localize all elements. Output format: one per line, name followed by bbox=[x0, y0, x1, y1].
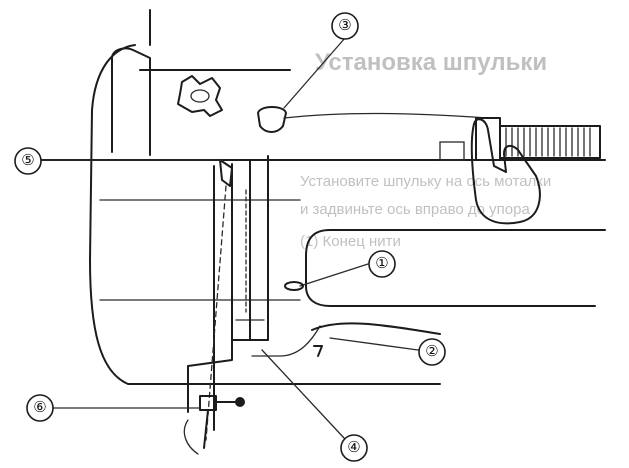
callout-marker-4: ④ bbox=[340, 434, 368, 462]
callout-marker-1: ① bbox=[368, 250, 396, 278]
clamp-screw-head-icon bbox=[235, 397, 245, 407]
thread-guide-to-spool bbox=[283, 112, 489, 119]
background-heading: Установка шпульки bbox=[315, 49, 547, 76]
callout-marker-5: ⑤ bbox=[14, 147, 42, 175]
background-line-2: и задвиньте ось вправо до упора bbox=[300, 201, 530, 218]
background-text: Установка шпульки Установите шпульку на … bbox=[300, 49, 551, 250]
knob-icon bbox=[177, 75, 223, 117]
needle-icon bbox=[203, 409, 209, 449]
spool-pin-base bbox=[439, 141, 465, 161]
presser-foot bbox=[183, 419, 199, 455]
callout-4-label: ④ bbox=[347, 440, 360, 456]
take-up-mechanism bbox=[205, 155, 269, 441]
callout-marker-3: ③ bbox=[331, 12, 359, 40]
thread-path-dashed bbox=[205, 185, 227, 441]
hook-icon bbox=[313, 345, 323, 357]
thread-end-loop bbox=[284, 281, 304, 291]
callout-6-label: ⑥ bbox=[33, 400, 46, 416]
lower-guide bbox=[251, 325, 321, 357]
thread-guide-icon bbox=[257, 106, 287, 133]
callout-2-label: ② bbox=[425, 344, 438, 360]
hand-icon bbox=[470, 118, 541, 225]
lower-housing bbox=[187, 339, 233, 413]
callout-1-label: ① bbox=[375, 256, 388, 272]
callout-3-label: ③ bbox=[338, 18, 351, 34]
spool-holder bbox=[475, 117, 501, 161]
front-panel bbox=[305, 229, 606, 307]
take-up-lever-icon bbox=[219, 159, 233, 187]
callout-5-label: ⑤ bbox=[21, 153, 34, 169]
background-line-1: Установите шпульку на ось моталки bbox=[300, 173, 551, 190]
needle-clamp bbox=[183, 395, 245, 455]
top-cover-panel bbox=[111, 47, 151, 156]
thread-spool-icon bbox=[499, 125, 601, 159]
leader-lines bbox=[37, 37, 419, 439]
callout-marker-6: ⑥ bbox=[26, 394, 54, 422]
background-line-3: (1) Конец нити bbox=[300, 233, 401, 250]
knob-hub bbox=[190, 89, 210, 103]
callout-marker-2: ② bbox=[418, 338, 446, 366]
thread-guide-hook bbox=[311, 322, 441, 335]
